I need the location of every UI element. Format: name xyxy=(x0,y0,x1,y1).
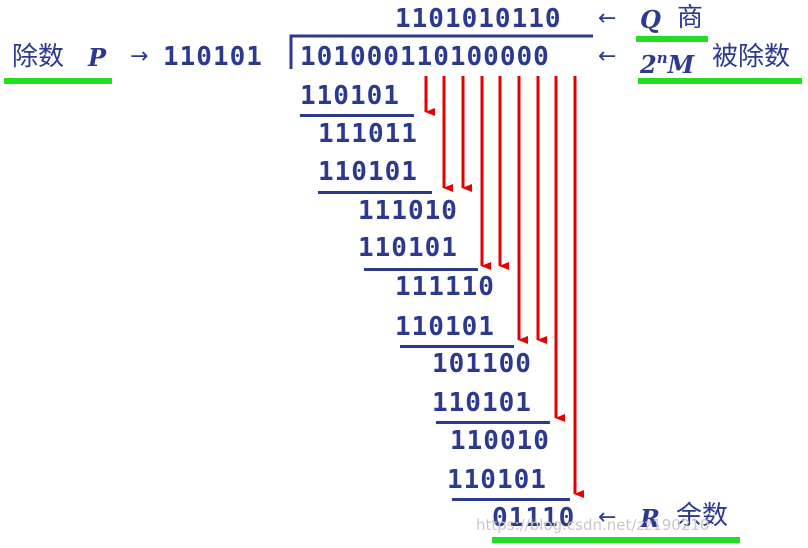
quotient-symbol: Q xyxy=(640,5,661,34)
step-2-partial: 111010 xyxy=(358,196,458,226)
step-6-subtrahend: 110101 xyxy=(447,465,547,495)
step-1-subtrahend: 110101 xyxy=(300,81,400,111)
watermark: https://blog.csdn.net/zz190210 xyxy=(476,516,710,534)
divisor-value: 110101 xyxy=(163,42,263,72)
remainder-value: 01110 xyxy=(492,503,576,533)
step-1-line xyxy=(300,114,414,117)
step-2-subtrahend: 110101 xyxy=(318,157,418,187)
dividend-arrow: ← xyxy=(598,44,617,69)
divisor-label: 除数 xyxy=(12,42,65,72)
remainder-label: 余数 xyxy=(676,501,729,531)
divisor-symbol: P xyxy=(88,43,107,72)
dividend-value: 101000110100000 xyxy=(300,42,550,72)
divisor-arrow: → xyxy=(130,44,149,69)
step-5-subtrahend: 110101 xyxy=(432,388,532,418)
step-2-line xyxy=(318,191,432,194)
step-3-subtrahend: 110101 xyxy=(358,233,458,263)
quotient-value: 1101010110 xyxy=(395,4,562,34)
step-1-partial: 111011 xyxy=(318,119,418,149)
quotient-label: 商 xyxy=(677,3,704,33)
step-5-partial: 110010 xyxy=(450,426,550,456)
dividend-highlight xyxy=(638,78,802,84)
divisor-highlight xyxy=(4,78,112,84)
dividend-label: 被除数 xyxy=(712,42,791,72)
dividend-symbol: 2nM xyxy=(640,49,695,79)
step-3-line xyxy=(364,268,478,271)
step-4-partial: 101100 xyxy=(432,349,532,379)
quotient-highlight xyxy=(636,36,708,42)
step-3-partial: 111110 xyxy=(395,272,495,302)
step-4-subtrahend: 110101 xyxy=(395,312,495,342)
remainder-arrow: ← xyxy=(598,505,617,530)
remainder-symbol: R xyxy=(640,504,660,533)
remainder-highlight xyxy=(492,537,740,543)
quotient-arrow: ← xyxy=(598,6,617,31)
step-5-line xyxy=(436,421,550,424)
step-4-line xyxy=(400,345,514,348)
step-6-line xyxy=(452,498,570,501)
